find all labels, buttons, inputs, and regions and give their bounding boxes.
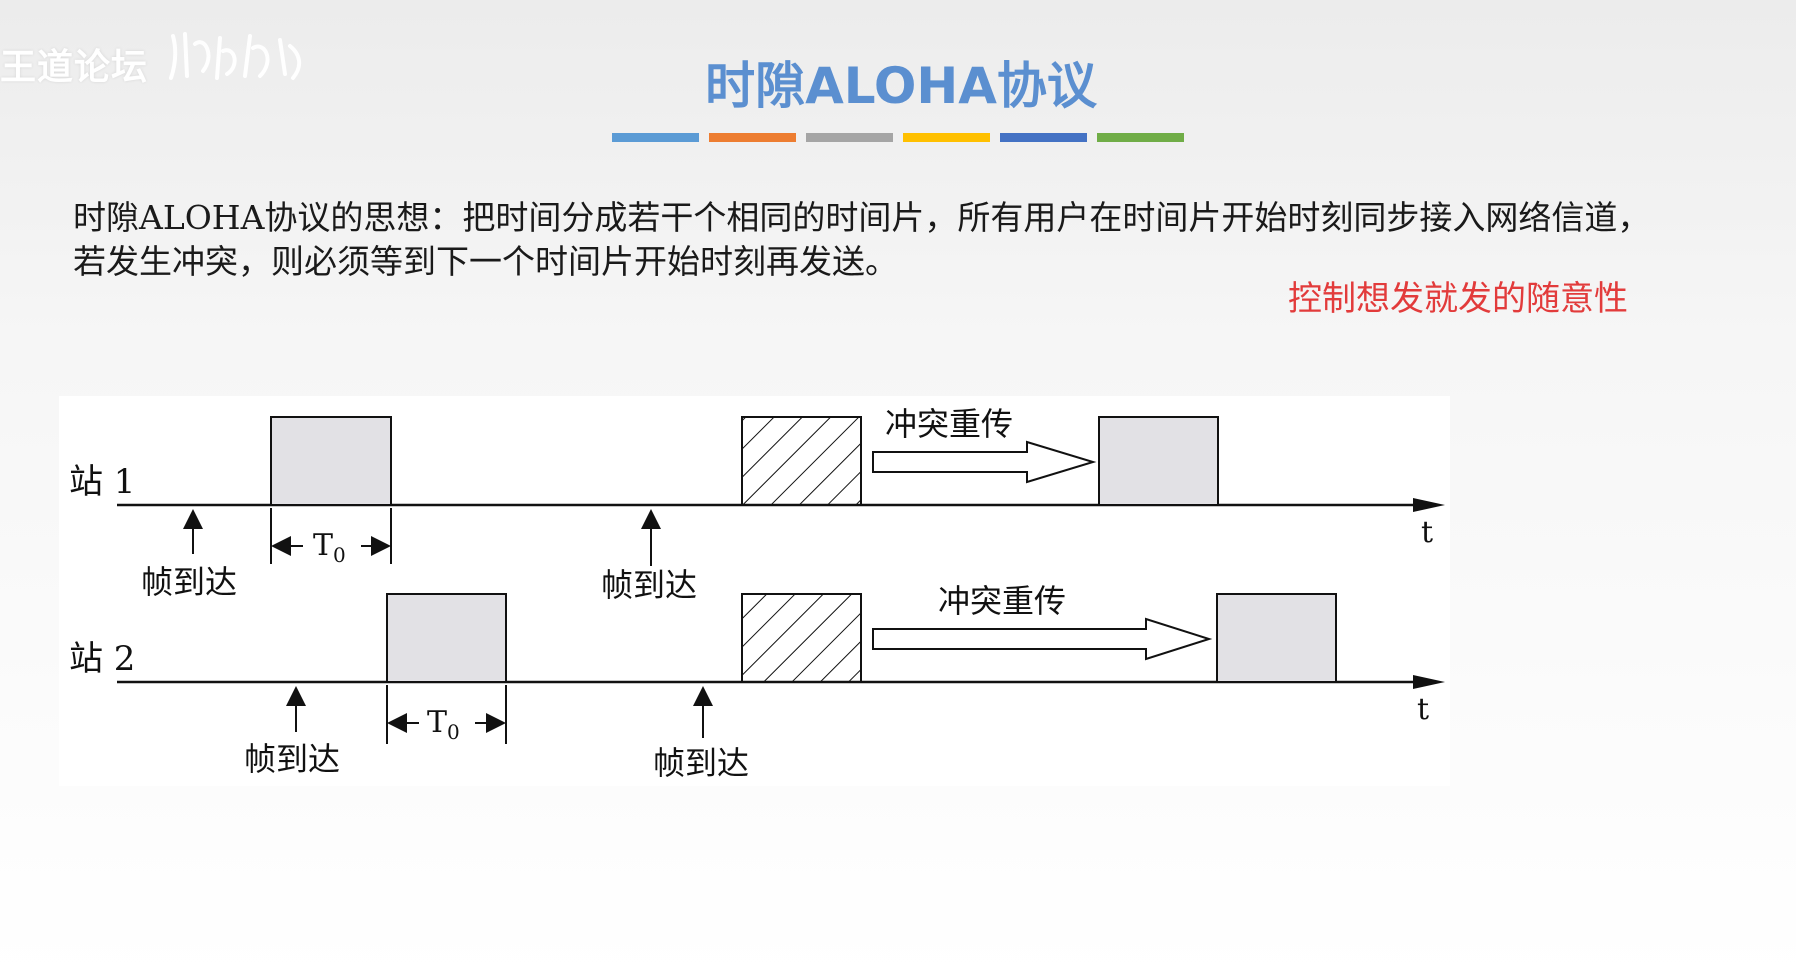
color-bar-segment [709, 133, 796, 142]
station-1-time-label: t [1421, 515, 1433, 550]
station-1-retransmit-frame [1098, 416, 1219, 506]
station-2-frame-1 [386, 593, 507, 683]
station-2-collision-frame [741, 593, 862, 683]
station-2-arrival-1-label: 帧到达 [244, 740, 340, 778]
station-1-frame-1 [270, 416, 392, 506]
station-2-retransmit-frame [1216, 593, 1337, 683]
color-bar-segment [806, 133, 893, 142]
description-text: 时隙ALOHA协议的思想：把时间分成若干个相同的时间片，所有用户在时间片开始时刻… [73, 196, 1773, 284]
color-bar-segment [612, 133, 699, 142]
station-1-arrival-2-label: 帧到达 [601, 566, 697, 604]
color-bar-segment [903, 133, 990, 142]
timing-diagram-svg: 站 1 t T0 帧到达 帧到达 冲突重传 站 2 t [69, 405, 1445, 782]
annotation-red: 控制想发就发的随意性 [1288, 279, 1628, 319]
description-line: 若发生冲突，则必须等到下一个时间片开始时刻再发送。 [73, 242, 898, 281]
station-2-retransmit-arrow [872, 617, 1213, 661]
title-color-bar [612, 133, 1184, 142]
station-2-slot-label: T0 [427, 705, 460, 744]
station-1-label: 站 1 [69, 462, 135, 502]
station-1-slot-label: T0 [313, 528, 346, 567]
slotted-aloha-diagram: 站 1 t T0 帧到达 帧到达 冲突重传 站 2 t [59, 396, 1450, 786]
station-1-collision-frame [741, 416, 862, 506]
station-2-label: 站 2 [69, 639, 135, 679]
station-2-time-arrowhead [1413, 675, 1445, 689]
watermark-signature [169, 32, 302, 80]
station-2-retransmit-label: 冲突重传 [938, 582, 1066, 620]
station-1-time-arrowhead [1413, 498, 1445, 512]
station-1-retransmit-arrow [872, 440, 1097, 484]
watermark-text: 王道论坛 [0, 47, 149, 88]
station-2-arrival-2-label: 帧到达 [653, 744, 749, 782]
station-1-arrival-1-label: 帧到达 [141, 563, 237, 601]
station-2-time-label: t [1417, 692, 1429, 727]
station-1-retransmit-label: 冲突重传 [885, 405, 1013, 443]
color-bar-segment [1000, 133, 1087, 142]
description-line: 时隙ALOHA协议的思想：把时间分成若干个相同的时间片，所有用户在时间片开始时刻… [73, 198, 1651, 237]
color-bar-segment [1097, 133, 1184, 142]
slide-title: 时隙ALOHA协议 [705, 57, 1097, 115]
